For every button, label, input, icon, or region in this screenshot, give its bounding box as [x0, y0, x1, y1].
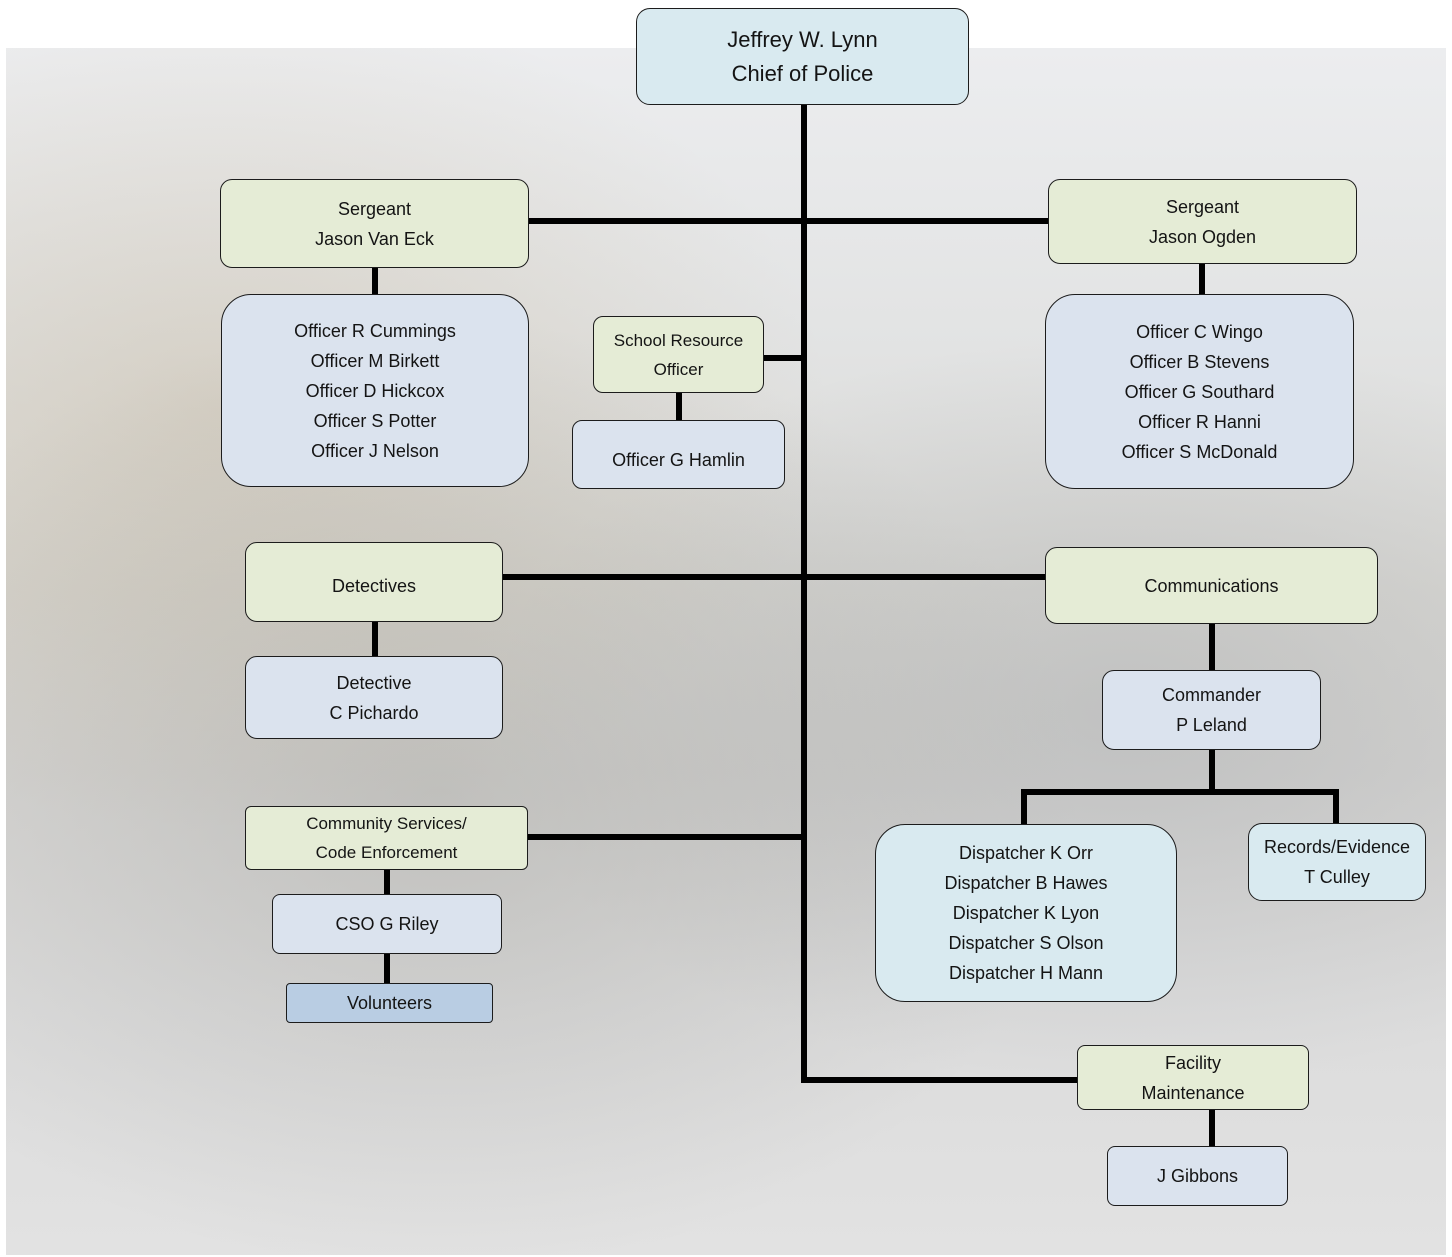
communications-label: Communications	[1144, 575, 1279, 596]
detectives-label: Detectives	[331, 576, 417, 596]
chief-of-police-box: Jeffrey W. Lynn Chief of Police	[636, 8, 969, 105]
officer-name: Officer S Potter	[313, 410, 437, 431]
detective-name: C Pichardo	[329, 702, 419, 723]
cso-box: CSO G Riley	[272, 894, 502, 954]
community-line2: Code Enforcement	[315, 843, 458, 862]
records-evidence-box: Records/Evidence T Culley	[1248, 823, 1426, 901]
detectives-box: Detectives	[245, 542, 503, 622]
chief-title: Chief of Police	[731, 60, 874, 86]
facility-line2: Maintenance	[1141, 1082, 1245, 1103]
facility-line1: Facility	[1164, 1052, 1221, 1073]
commander-name: P Leland	[1176, 715, 1247, 735]
communications-box: Communications	[1045, 547, 1378, 624]
school-officer-name: Officer G Hamlin	[612, 449, 745, 470]
dispatcher-name: Dispatcher H Mann	[948, 963, 1104, 983]
facility-staff-name: J Gibbons	[1156, 1166, 1239, 1186]
sergeant-right-box: Sergeant Jason Ogden	[1048, 179, 1357, 264]
officer-name: Officer B Stevens	[1129, 351, 1270, 372]
dispatcher-name: Dispatcher K Orr	[958, 843, 1094, 863]
officer-name: Officer R Hanni	[1138, 411, 1261, 432]
facility-maintenance-box: Facility Maintenance	[1077, 1045, 1309, 1110]
officer-name: Officer D Hickcox	[305, 380, 445, 401]
commander-title: Commander	[1161, 685, 1262, 705]
school-officer-box: Officer G Hamlin	[572, 420, 785, 489]
volunteers-label: Volunteers	[346, 993, 433, 1013]
officer-name: Officer G Southard	[1124, 381, 1275, 402]
dispatcher-name: Dispatcher K Lyon	[952, 903, 1100, 923]
detective-box: Detective C Pichardo	[245, 656, 503, 739]
community-line1: Community Services/	[306, 814, 467, 833]
officer-name: Officer M Birkett	[310, 350, 440, 371]
community-services-box: Community Services/ Code Enforcement	[245, 806, 528, 870]
sro-line1: School Resource	[613, 330, 744, 350]
officer-name: Officer J Nelson	[311, 440, 439, 461]
dispatchers-box: Dispatcher K Orr Dispatcher B Hawes Disp…	[875, 824, 1177, 1002]
detective-title: Detective	[336, 672, 412, 693]
officer-name: Officer R Cummings	[294, 320, 456, 341]
volunteers-box: Volunteers	[286, 983, 493, 1023]
sergeant-right-name: Jason Ogden	[1148, 226, 1257, 247]
chief-name: Jeffrey W. Lynn	[727, 26, 878, 52]
cso-name: CSO G Riley	[335, 914, 439, 934]
officer-name: Officer S McDonald	[1121, 441, 1278, 462]
sergeant-right-title: Sergeant	[1165, 196, 1240, 217]
sergeant-left-box: Sergeant Jason Van Eck	[220, 179, 529, 268]
commander-box: Commander P Leland	[1102, 670, 1321, 750]
school-resource-officer-box: School Resource Officer	[593, 316, 764, 393]
sro-line2: Officer	[653, 359, 704, 379]
records-name: T Culley	[1304, 867, 1370, 887]
sergeant-left-name: Jason Van Eck	[315, 228, 434, 249]
sergeant-left-title: Sergeant	[337, 198, 412, 219]
records-title: Records/Evidence	[1263, 837, 1411, 857]
officers-right-box: Officer C Wingo Officer B Stevens Office…	[1045, 294, 1354, 489]
officer-name: Officer C Wingo	[1136, 321, 1263, 342]
facility-staff-box: J Gibbons	[1107, 1146, 1288, 1206]
dispatcher-name: Dispatcher S Olson	[948, 933, 1104, 953]
officers-left-box: Officer R Cummings Officer M Birkett Off…	[221, 294, 529, 487]
dispatcher-name: Dispatcher B Hawes	[944, 873, 1108, 893]
